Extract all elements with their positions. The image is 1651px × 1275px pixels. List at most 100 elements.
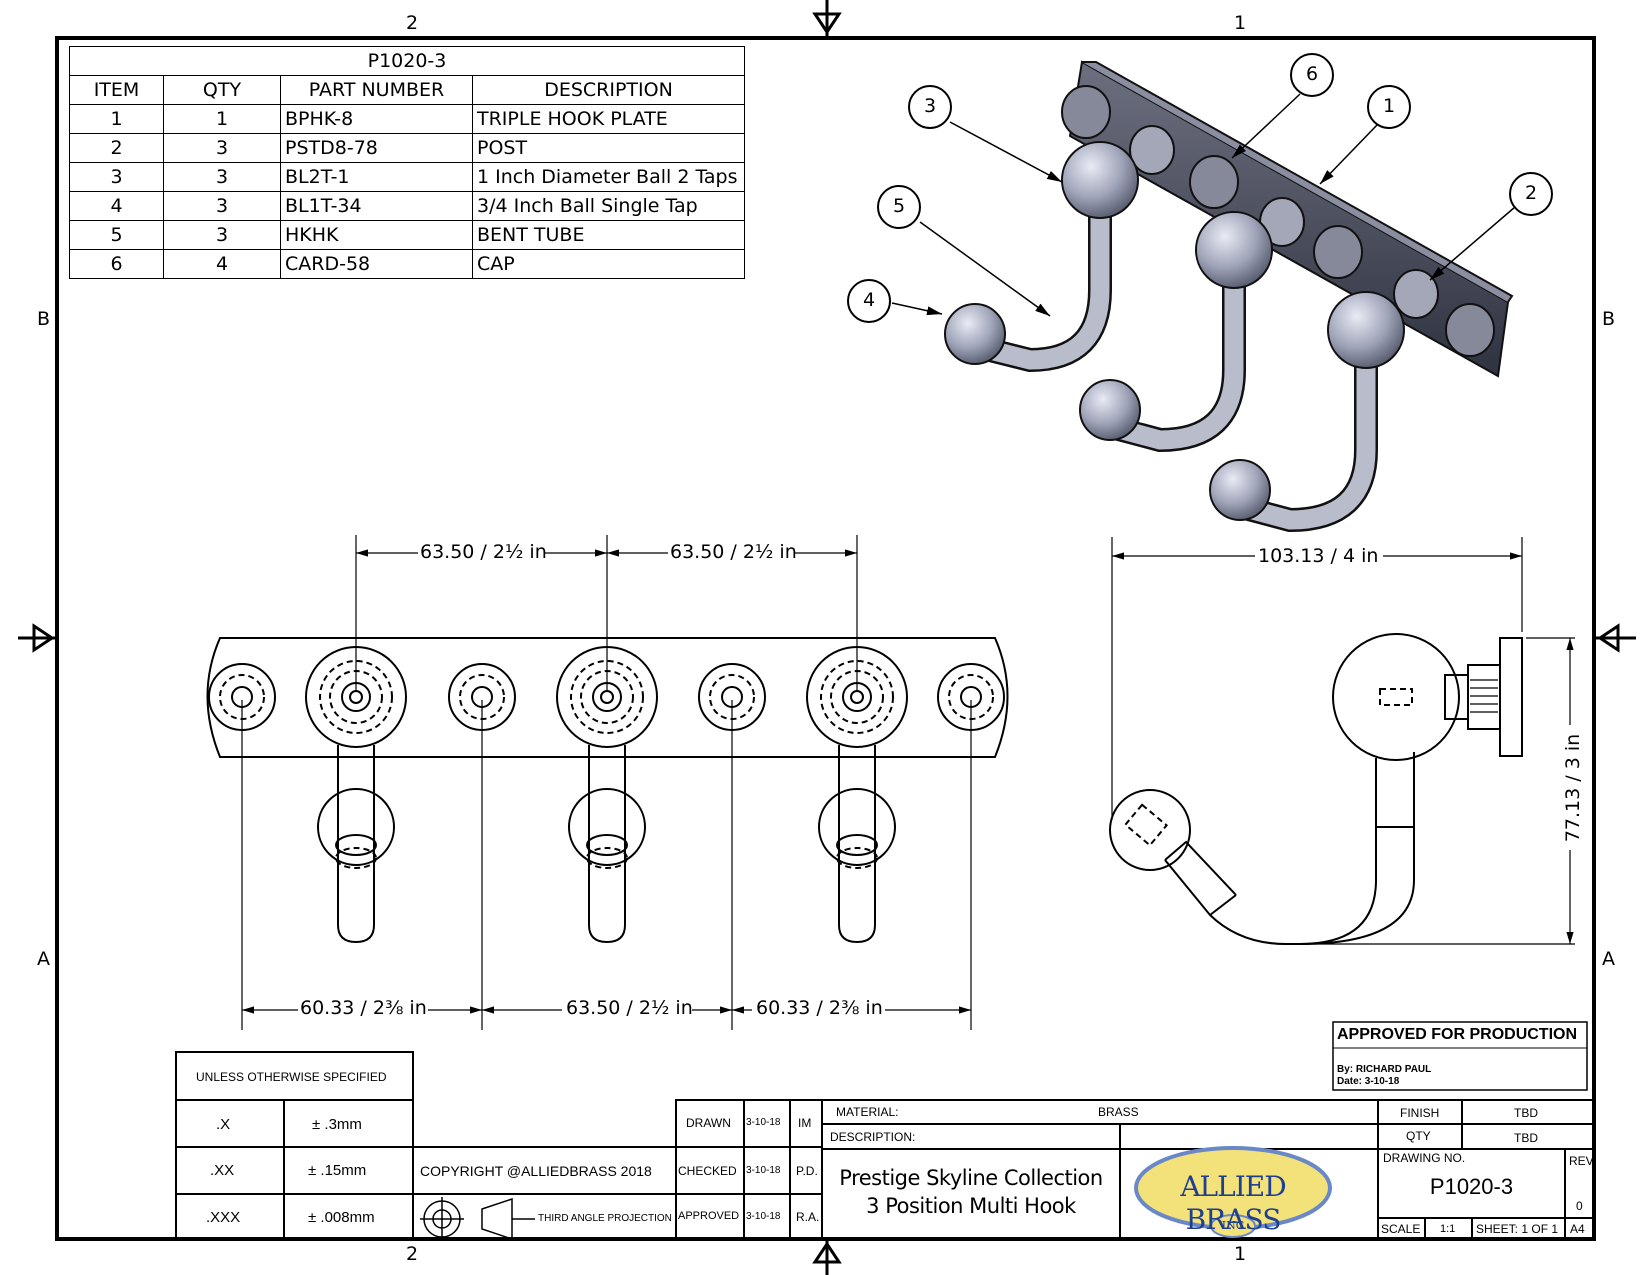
rev-label: REV (1569, 1154, 1594, 1168)
bom-cell: 2 (69, 133, 164, 163)
balloon-5 (877, 185, 921, 229)
dimension-label: 60.33 / 2⅜ in (300, 997, 427, 1019)
signoff-date: 3-10-18 (746, 1117, 781, 1128)
tolerance-value: ± .15mm (308, 1162, 367, 1179)
zone-label-top-1: 1 (1234, 12, 1247, 34)
zone-label-right-b: B (1602, 308, 1616, 330)
description-line-2: 3 Position Multi Hook (866, 1194, 1076, 1218)
bom-cell: BENT TUBE (472, 220, 745, 250)
rev-value: 0 (1576, 1199, 1583, 1213)
front-dimensions (241, 535, 972, 1030)
balloon-4 (847, 279, 891, 323)
balloon-3 (908, 85, 952, 129)
bom-cell: 3 (163, 162, 281, 192)
logo-subtext: INC (1221, 1219, 1245, 1232)
bom-header: PART NUMBER (280, 75, 473, 105)
signoff-date: 3-10-18 (746, 1165, 781, 1176)
zone-label-bottom-1: 1 (1234, 1243, 1247, 1265)
material-label: MATERIAL: (836, 1105, 899, 1119)
bom-cell: 6 (69, 249, 164, 279)
paper-size: A4 (1570, 1222, 1585, 1236)
bom-cell: 1 Inch Diameter Ball 2 Taps (472, 162, 745, 192)
bom-header-row: ITEM QTY PART NUMBER DESCRIPTION (69, 75, 745, 105)
qty-label: QTY (1406, 1129, 1431, 1143)
bom-cell: POST (472, 133, 745, 163)
approval-date: Date: 3-10-18 (1337, 1076, 1400, 1087)
qty-value: TBD (1514, 1131, 1538, 1145)
third-angle-projection-icon (420, 1197, 535, 1241)
zone-label-left-a: A (37, 948, 50, 970)
tolerance-header: UNLESS OTHERWISE SPECIFIED (196, 1070, 387, 1084)
title-block-grid (175, 1021, 1595, 1240)
bom-cell: CARD-58 (280, 249, 473, 279)
bom-cell: 3 (163, 220, 281, 250)
dimension-label-vertical: 77.13 / 3 in (1562, 733, 1584, 843)
signoff-role: APPROVED (678, 1210, 740, 1222)
bom-cell: BPHK-8 (280, 104, 473, 134)
scale-label: SCALE (1381, 1222, 1421, 1236)
bom-cell: 5 (69, 220, 164, 250)
isometric-view (847, 53, 1553, 533)
bom-cell: 4 (69, 191, 164, 221)
scale-value: 1:1 (1440, 1223, 1456, 1235)
tolerance-precision: .XXX (206, 1209, 241, 1226)
drawing-no-label: DRAWING NO. (1383, 1151, 1466, 1165)
zone-label-left-b: B (37, 308, 51, 330)
balloon-label: 5 (892, 195, 906, 217)
projection-label: THIRD ANGLE PROJECTION (538, 1213, 672, 1224)
signoff-date: 3-10-18 (746, 1211, 781, 1222)
approval-by: By: RICHARD PAUL (1337, 1064, 1432, 1075)
bom-header: DESCRIPTION (472, 75, 745, 105)
approval-title: APPROVED FOR PRODUCTION (1337, 1026, 1578, 1043)
description-label: DESCRIPTION: (830, 1130, 916, 1144)
description-line-1: Prestige Skyline Collection (839, 1166, 1103, 1190)
balloon-label: 6 (1305, 63, 1319, 85)
side-dimensions (1111, 537, 1575, 945)
bom-cell: 1 (69, 104, 164, 134)
bom-cell: BL2T-1 (280, 162, 473, 192)
finish-value: TBD (1514, 1106, 1538, 1120)
bom-cell: TRIPLE HOOK PLATE (472, 104, 745, 134)
bom-cell: 3 (163, 191, 281, 221)
sheet-label: SHEET: 1 OF 1 (1476, 1222, 1559, 1236)
tolerance-value: ± .3mm (312, 1116, 362, 1133)
bom-cell: PSTD8-78 (280, 133, 473, 163)
copyright-text: COPYRIGHT @ALLIEDBRASS 2018 (420, 1163, 652, 1179)
bom-title: P1020-3 (69, 46, 745, 76)
balloon-label: 4 (862, 289, 876, 311)
tolerance-precision: .XX (210, 1162, 235, 1179)
signoff-initials: IM (798, 1116, 812, 1130)
logo-text: ALLIED BRASS (1180, 1170, 1286, 1236)
dimension-label: 63.50 / 2½ in (670, 541, 797, 563)
zone-label-top-2: 2 (406, 12, 419, 34)
signoff-initials: R.A. (796, 1210, 820, 1224)
bom-cell: 3 (163, 133, 281, 163)
bom-cell: CAP (472, 249, 745, 279)
drawing-number: P1020-3 (1429, 1174, 1514, 1199)
dimension-label: 63.50 / 2½ in (566, 997, 693, 1019)
balloon-label: 2 (1524, 182, 1538, 204)
bill-of-materials: P1020-3 ITEM QTY PART NUMBER DESCRIPTION… (69, 46, 745, 279)
front-view (206, 637, 1009, 944)
dimension-label: 103.13 / 4 in (1258, 545, 1379, 567)
dimension-label: 60.33 / 2⅜ in (756, 997, 883, 1019)
center-marks (18, 0, 1636, 1275)
signoff-initials: P.D. (796, 1164, 818, 1178)
dimension-label: 63.50 / 2½ in (420, 541, 547, 563)
bom-cell: 4 (163, 249, 281, 279)
balloon-6 (1290, 53, 1334, 97)
zone-label-bottom-2: 2 (406, 1243, 419, 1265)
allied-brass-logo (1134, 1146, 1332, 1238)
tolerance-value: ± .008mm (308, 1209, 375, 1226)
bom-header: QTY (163, 75, 281, 105)
zone-label-right-a: A (1602, 948, 1615, 970)
tolerance-precision: .X (216, 1116, 231, 1133)
material-value: BRASS (1098, 1105, 1139, 1119)
signoff-role: CHECKED (678, 1164, 737, 1178)
